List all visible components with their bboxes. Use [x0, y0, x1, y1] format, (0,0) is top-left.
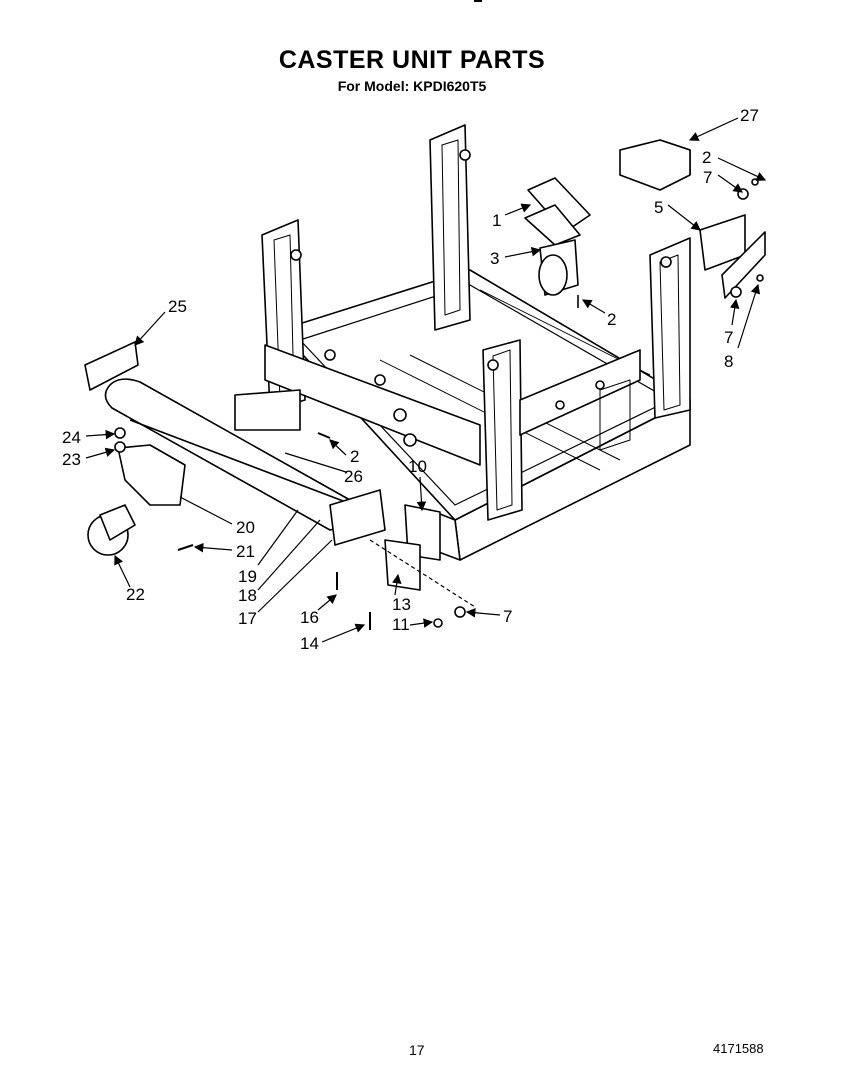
callout-22: 22	[126, 585, 145, 604]
callout-16: 16	[300, 608, 319, 627]
base-frame	[234, 124, 691, 561]
callout-27: 27	[740, 106, 759, 125]
front-bumper	[84, 341, 386, 546]
callout-8: 8	[724, 352, 733, 371]
callout-13: 13	[392, 595, 411, 614]
page-number: 17	[409, 1042, 425, 1058]
callout-7-low: 7	[503, 607, 512, 626]
page-title: CASTER UNIT PARTS	[278, 46, 546, 74]
document-number: 4171588	[713, 1041, 764, 1056]
right-brackets	[619, 139, 766, 299]
rear-caster-assembly	[524, 177, 591, 308]
callout-2-low: 2	[350, 447, 359, 466]
callout-18: 18	[238, 586, 257, 605]
callout-2-top: 2	[702, 148, 711, 167]
callout-10: 10	[408, 457, 427, 476]
callout-11: 11	[392, 615, 410, 634]
screws	[177, 432, 371, 630]
leader-lines	[85, 117, 767, 643]
callout-21: 21	[236, 542, 255, 561]
callout-23: 23	[62, 450, 81, 469]
callout-26: 26	[344, 467, 363, 486]
callout-1: 1	[492, 211, 501, 230]
front-plates	[384, 504, 466, 628]
callout-5: 5	[654, 198, 663, 217]
callout-labels: 27 2 7 5 1 3 2 7 8 25 2 26 24 23 10 20 2…	[62, 106, 759, 653]
callout-3: 3	[490, 249, 499, 268]
front-caster-assembly	[87, 427, 186, 556]
callout-25: 25	[168, 297, 187, 316]
callout-19: 19	[238, 567, 257, 586]
callout-7-right: 7	[724, 328, 733, 347]
callout-2-mid: 2	[607, 310, 616, 329]
callout-14: 14	[300, 634, 319, 653]
callout-24: 24	[62, 428, 81, 447]
callout-17: 17	[238, 609, 257, 628]
callout-7-top: 7	[703, 168, 712, 187]
model-subtitle: For Model: KPDI620T5	[337, 78, 487, 94]
top-edge-mark	[474, 0, 482, 2]
callout-20: 20	[236, 518, 255, 537]
